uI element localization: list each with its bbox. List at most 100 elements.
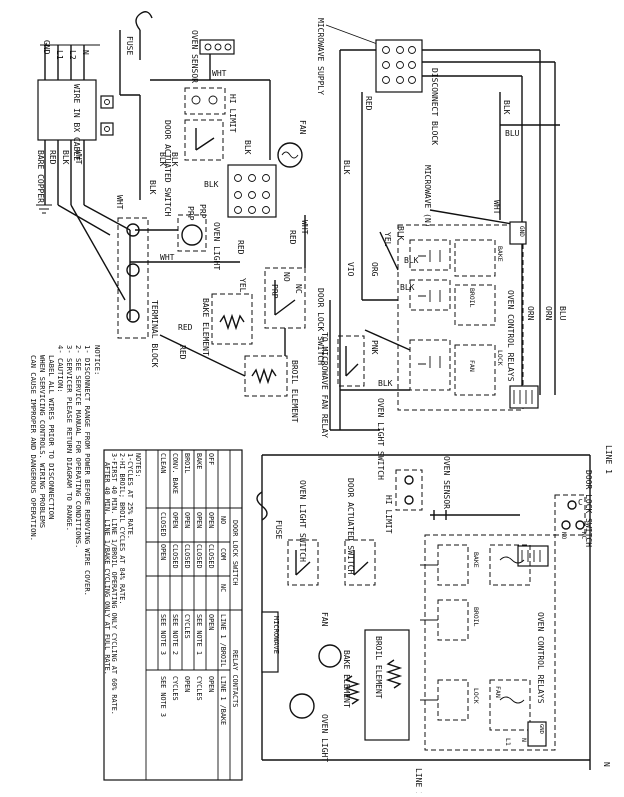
prp2-label: PRP	[186, 206, 195, 221]
wire-blk-label: BLK	[61, 150, 70, 165]
relay-fan-ladder-label: FAN	[494, 686, 502, 698]
wire-wht-left-label: WHT	[115, 195, 124, 210]
oven-light-label: OVEN LIGHT	[212, 222, 221, 270]
l1-label: L1	[55, 50, 64, 60]
oven-light-switch-ladder-box	[287, 539, 319, 586]
table-row-bake-mode: BAKE	[195, 453, 203, 469]
relay-1-dash-box	[409, 239, 451, 271]
fan-ladder-motor-icon	[318, 644, 342, 668]
c-label: C	[578, 498, 583, 507]
wire-orn2-label: ORN	[526, 306, 535, 321]
lock-contact-no	[561, 520, 571, 530]
relay-2-dash-box	[454, 239, 496, 277]
table-row-broil-mode: BROIL	[183, 453, 191, 473]
wire-blk-ctrl2-label: BLK	[400, 283, 415, 292]
table-row-conv-bake: CYCLES	[171, 676, 179, 701]
microwave-load-label: MICROWAVE	[272, 616, 280, 654]
gnd-connector-top	[509, 221, 527, 245]
line1-label: LINE 1	[604, 445, 613, 474]
microwave-supply-label: MICROWAVE SUPPLY	[316, 18, 325, 95]
ladder-schematic-section: LINE 1 LINE 2 N DOOR LOCK SWITCH C NO NC…	[256, 445, 613, 797]
fan-ladder-label: FAN	[320, 612, 329, 627]
notice-line-6: WHEN SERVICING CONTROLS. WIRING PROBLEMS	[38, 355, 47, 528]
wire-blk-door-label: BLK	[158, 152, 167, 167]
terminal-screw-3	[126, 309, 140, 323]
fan-label: FAN	[298, 120, 307, 135]
microwave-n-label: MICROWAVE (N)	[423, 165, 432, 228]
prp-lock-label: PRP	[270, 284, 279, 299]
oven-light-bulb-icon	[181, 224, 203, 246]
wire-blk-fan-label: BLK	[243, 140, 252, 155]
hi-limit-dash-box	[184, 87, 226, 115]
oven-light-ladder-label: OVEN LIGHT	[320, 714, 329, 762]
broil-element-ladder-icon	[385, 659, 403, 689]
table-note-1: 1-CYCLES AT 25% RATE.	[126, 453, 134, 539]
notice-line-5: LABEL ALL WIRES PRIOR TO DISCONNECTION	[47, 355, 56, 519]
hi-limit-label: HI LIMIT	[228, 94, 237, 133]
oven-light-switch-ladder-label: OVEN LIGHT SWITCH	[298, 480, 307, 562]
prp-label: PRP	[198, 204, 207, 219]
wire-pnk-label: PNK	[370, 340, 379, 355]
nc-ladder-label: NC	[580, 532, 587, 540]
notice-heading: NOTICE:	[93, 345, 102, 375]
relay-bake-ladder-label: BAKE	[472, 552, 480, 568]
no-ladder-label: NO	[560, 532, 567, 540]
element-bracket	[364, 629, 410, 741]
door-actuated-ladder-box	[344, 539, 376, 586]
door-actuated-switch-label: DOOR ACTUATED SWITCH	[163, 120, 172, 217]
table-row-clean-broil: SEE NOTE 3	[159, 614, 167, 655]
oven-wiring-section: FUSE OVEN SENSOR WHT HI LIMIT DOOR ACTUA…	[57, 11, 325, 423]
ground-screw-top	[100, 95, 114, 109]
table-row-off-broil: OPEN	[207, 614, 215, 630]
n-ladder-label: N	[602, 762, 611, 767]
table-row-broil-com: CLOSED	[183, 544, 191, 569]
wire-vio-label: VIO	[346, 262, 355, 277]
n-relay-label: N	[520, 738, 528, 742]
fan-motor-icon	[277, 142, 303, 168]
table-row-off-mode: OFF	[207, 453, 215, 465]
table-row-bake-com: CLOSED	[195, 544, 203, 569]
disconnect-block-label: DISCONNECT BLOCK	[430, 68, 439, 145]
gnd-label: GND	[42, 40, 51, 55]
table-col-line1-bake: LINE 1 /BAKE	[219, 676, 227, 725]
broil-element-icon	[251, 367, 277, 385]
wire-blk-ctrl-label: BLK	[396, 226, 405, 241]
terminal-block-label: TERMINAL BLOCK	[150, 300, 159, 368]
table-row-broil-no: OPEN	[183, 512, 191, 528]
microwave-relay-section: MICROWAVE SUPPLY DISCONNECT BLOCK RED BL…	[316, 18, 567, 480]
bx-cable-box	[37, 79, 97, 141]
terminal-screw-1	[126, 223, 140, 237]
table-col-line1-broil: LINE 1 /BROIL	[219, 614, 227, 667]
door-lock-switch-label: DOOR LOCK SWITCH	[316, 288, 325, 365]
fuse-ladder-icon	[256, 491, 268, 521]
line2-label: LINE 2	[414, 768, 423, 793]
relay-6-dash-box	[454, 344, 496, 396]
table-row-bake-bake: CYCLES	[195, 676, 203, 701]
table-col-no: NO	[219, 516, 227, 524]
oven-sensor-probe-icon	[430, 510, 450, 520]
n-label: N	[81, 50, 90, 55]
table-row-conv-mode: CONV. BAKE	[171, 453, 179, 494]
fuse-icon	[135, 11, 153, 31]
wire-blk-mw-label: BLK	[342, 160, 351, 175]
hi-limit-ladder-box	[395, 469, 423, 511]
oven-light-switch-label: OVEN LIGHT SWITCH	[376, 398, 385, 480]
wire-red-label: RED	[48, 150, 57, 165]
wire-wht-label: WHT	[74, 150, 83, 165]
table-row-broil-bake: OPEN	[183, 676, 191, 692]
gnd-ladder-label: GND	[538, 724, 544, 734]
table-row-conv-no: OPEN	[171, 512, 179, 528]
relay-broil-label: BROIL	[468, 288, 476, 308]
table-row-off-bake: OPEN	[207, 676, 215, 692]
terminal-block-dash-box	[117, 217, 149, 339]
table-notes-heading: NOTES:	[134, 453, 142, 478]
table-row-off-com: CLOSED	[207, 544, 215, 569]
wire-red-broil-label: RED	[178, 345, 187, 360]
table-col-nc: NC	[219, 584, 227, 592]
table-note-3: 3-FIRST 40 MIN. LINE 1/BROIL OPERATING O…	[110, 453, 118, 715]
table-row-clean-bake: SEE NOTE 3	[159, 676, 167, 717]
wire-red-bake-label: RED	[178, 323, 193, 332]
table-group-relay: RELAY CONTACTS	[231, 650, 239, 707]
relay-lock-ladder-label: LOCK	[472, 688, 480, 704]
